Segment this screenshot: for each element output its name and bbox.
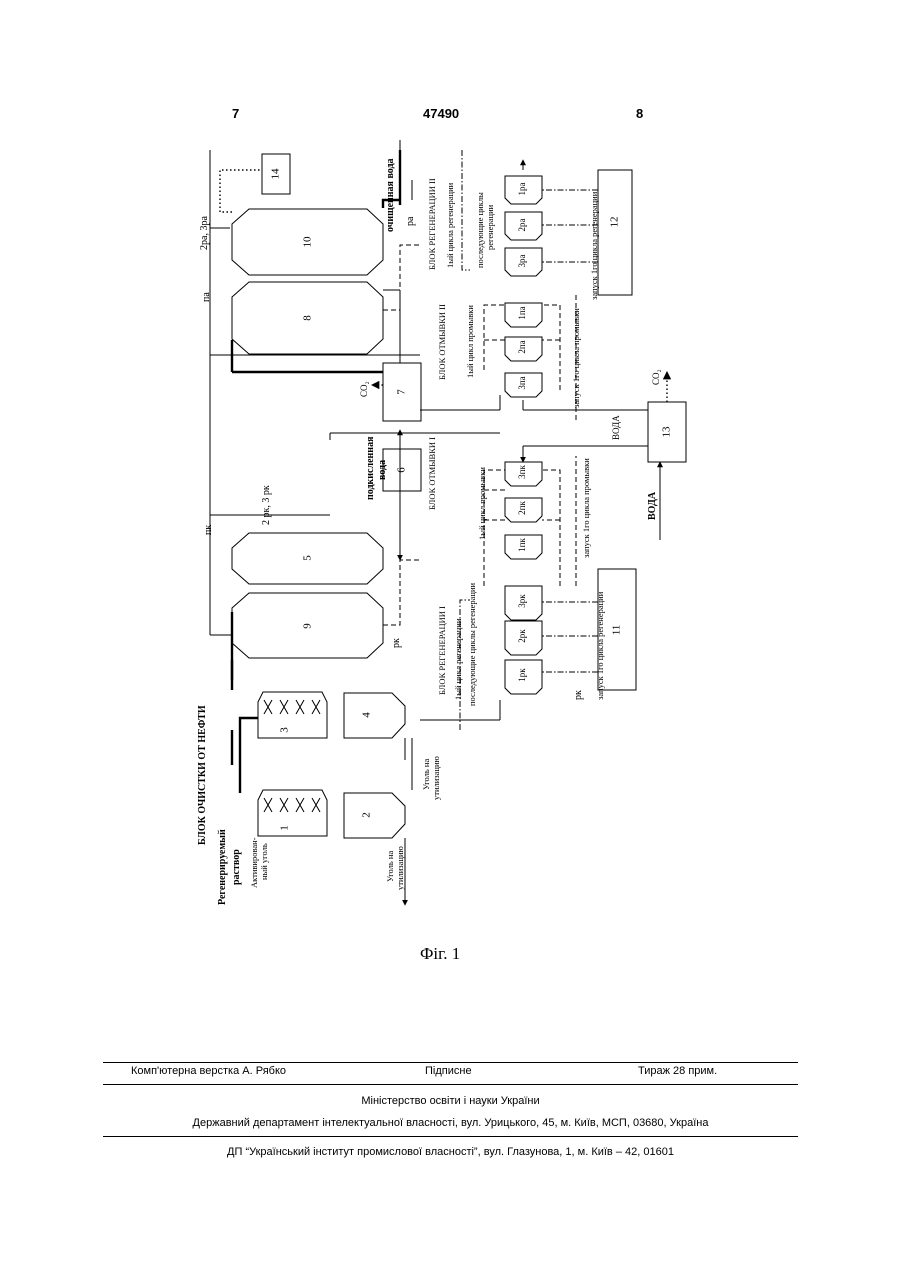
separator-2 [344, 793, 405, 838]
column-1pk-label: 1пк [517, 538, 527, 552]
label-regen-launch-2: запуск 1го цикла регенерации [590, 192, 599, 300]
separator-4 [344, 693, 405, 738]
label-regen-block-1: БЛОК РЕГЕНЕРАЦИИ I [438, 606, 447, 695]
unit-6-label: 6 [396, 467, 408, 473]
unit-4-label: 4 [361, 712, 373, 718]
label-wash-first-2: 1ый цикл промывки [466, 305, 475, 378]
unit-12 [598, 170, 632, 295]
column-3rk-label: 3рк [517, 594, 527, 608]
label-voda-bottom: ВОДА [648, 492, 658, 520]
label-rk-out: рк [574, 690, 584, 700]
unit-13-label: 13 [661, 426, 673, 438]
label-pk: пк [204, 525, 214, 535]
column-3ra-label: 3ра [517, 255, 527, 268]
label-act-coal-1: Активирован- [250, 837, 259, 888]
column-2ra-label: 2ра [517, 219, 527, 232]
column-1ra-label: 1ра [517, 183, 527, 196]
unit-1-label: 1 [279, 825, 291, 831]
label-wash-block-1: БЛОК ОТМЫВКИ I [428, 437, 437, 510]
label-regen-next-2b: регенерации [486, 205, 495, 250]
label-ra: ра [406, 217, 416, 226]
label-wash-block-2: БЛОК ОТМЫВКИ II [438, 304, 447, 380]
footer-rule-3 [103, 1136, 798, 1137]
label-coal-util-a-2: утилизацию [396, 846, 405, 890]
footer-department: Державний департамент інтелектуальної вл… [103, 1117, 798, 1129]
mixer-1 [258, 790, 327, 836]
label-wash-launch-2: запуск 1го цикла промывки [572, 308, 581, 408]
label-acid-water-1: подкисленная [366, 437, 376, 500]
label-regen-launch-1: запуск 1го цикла регенерации [596, 592, 605, 700]
label-acid-water-2: вода [378, 460, 388, 480]
label-blok-ochistki: БЛОК ОЧИСТКИ ОТ НЕФТИ [198, 705, 208, 845]
label-coal-util-b-1: Уголь на [422, 759, 431, 790]
footer-layout: Комп'ютерна верстка А. Рябко [131, 1065, 286, 1077]
unit-14-label: 14 [270, 168, 282, 180]
unit-3-label: 3 [279, 727, 291, 733]
footer-signed: Підписне [425, 1065, 472, 1077]
unit-5-label: 5 [302, 555, 314, 561]
label-wash-launch-1: запуск 1го цикла промывки [582, 458, 591, 558]
footer-ministry: Міністерство освіти і науки України [103, 1095, 798, 1107]
label-regen-block-2: БЛОК РЕГЕНЕРАЦИИ II [428, 178, 437, 270]
footer-circulation: Тираж 28 прим. [638, 1065, 717, 1077]
unit-12-label: 12 [609, 217, 621, 228]
unit-9-label: 9 [302, 623, 314, 629]
column-2rk-label: 2рк [517, 629, 527, 643]
footer-rule-1 [103, 1062, 798, 1063]
label-ra-set: 2ра, 3ра [200, 216, 210, 250]
label-regen-next-2a: последующие циклы [476, 192, 485, 268]
column-3pk-label: 3пк [517, 465, 527, 479]
label-voda-top: ВОДА [612, 415, 621, 440]
label-pa: па [202, 292, 212, 302]
label-coal-util-a-1: Уголь на [386, 851, 395, 882]
footer-rule-2 [103, 1084, 798, 1085]
unit-8-label: 8 [302, 315, 314, 321]
label-coal-util-b-2: утилизацию [432, 756, 441, 800]
label-co2-b: CO₂ [652, 369, 661, 385]
column-3pa-label: 3па [517, 376, 527, 389]
unit-2-label: 2 [361, 812, 373, 818]
label-act-coal-2: ный уголь [260, 843, 269, 880]
label-regen-next-1: последующие циклы регенерации [468, 583, 477, 706]
column-2pk-label: 2пк [517, 501, 527, 515]
mixer-3 [258, 692, 327, 738]
unit-7-label: 7 [396, 389, 408, 395]
label-rk-set: 2 рк, 3 рк [262, 485, 272, 525]
label-regen-first-1: 1ый цикл регенерации [454, 619, 463, 700]
column-1rk-label: 1рк [517, 668, 527, 682]
label-clean-water: очищенная вода [386, 158, 396, 232]
label-regen-rastvor-1: Регенерируемый [218, 829, 228, 905]
label-regen-rastvor-2: раствор [232, 849, 242, 885]
label-regen-first-2: 1ый цикла регенерации [446, 183, 455, 268]
column-2pa-label: 2па [517, 340, 527, 353]
unit-10-label: 10 [302, 236, 314, 248]
label-co2-a: CO₂ [360, 381, 369, 397]
figure-caption: Фіг. 1 [420, 944, 460, 964]
column-1pa-label: 1па [517, 306, 527, 319]
label-rk: рк [392, 638, 402, 648]
unit-11-label: 11 [611, 625, 623, 636]
label-wash-first-1: 1ый цикл промывки [478, 467, 487, 540]
footer-institute: ДП “Український інститут промислової вла… [103, 1146, 798, 1158]
